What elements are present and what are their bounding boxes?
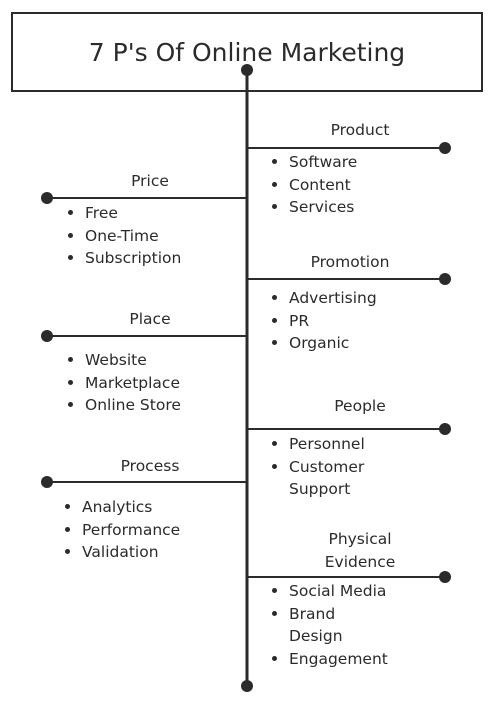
process-list: Analytics Performance Validation [62,496,180,564]
people-branch-dot [439,423,451,435]
product-branch-dot [439,142,451,154]
list-item: Services [269,196,357,219]
process-branch-dot [41,476,53,488]
people-heading: People [334,397,386,415]
list-item: Software [269,151,357,174]
list-item: Validation [62,541,180,564]
list-item: Free [65,202,181,225]
list-item: Website [65,349,181,372]
people-list: Personnel Customer Support [269,433,365,501]
product-list: Software Content Services [269,151,357,219]
spine-bottom-dot [241,680,253,692]
list-item: One-Time [65,225,181,248]
list-item: Subscription [65,247,181,270]
promotion-heading: Promotion [310,253,390,271]
product-heading: Product [330,121,390,139]
list-item: Support [289,480,351,498]
page-title: 7 P's Of Online Marketing [88,37,406,67]
list-item: Social Media [269,580,388,603]
list-item: PR [269,310,377,333]
list-item: Performance [62,519,180,542]
process-heading: Process [120,457,180,475]
place-heading: Place [129,310,171,328]
list-item: Customer [269,456,365,479]
list-item: Personnel [269,433,365,456]
spine-top-dot [241,64,253,76]
list-item: Design [289,627,343,645]
list-item: Engagement [269,648,388,671]
promotion-list: Advertising PR Organic [269,287,377,355]
place-branch-dot [41,330,53,342]
physical-evidence-heading: Physical Evidence [290,528,430,574]
place-list: Website Marketplace Online Store [65,349,181,417]
physical-evidence-heading-line2: Evidence [324,553,396,571]
price-heading: Price [131,172,169,190]
physical-evidence-list: Social Media Brand Design Engagement [269,580,388,670]
list-item: Online Store [65,394,181,417]
promotion-branch-dot [439,273,451,285]
price-branch-dot [41,192,53,204]
list-item: Analytics [62,496,180,519]
price-list: Free One-Time Subscription [65,202,181,270]
list-item: Organic [269,332,377,355]
list-item: Content [269,174,357,197]
physical-evidence-branch-dot [439,571,451,583]
list-item: Advertising [269,287,377,310]
list-item: Brand [269,603,388,626]
physical-evidence-heading-line1: Physical [328,530,392,548]
list-item: Marketplace [65,372,181,395]
